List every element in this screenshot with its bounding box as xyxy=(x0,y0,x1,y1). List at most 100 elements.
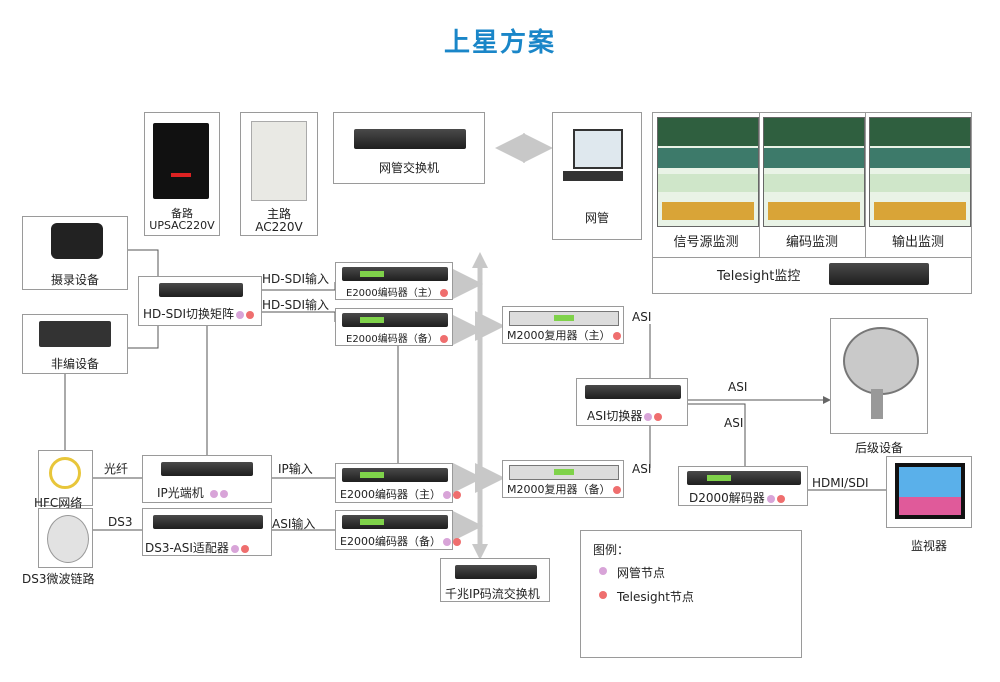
gige-switch-node: 千兆IP码流交换机 xyxy=(440,558,550,602)
telesight-node-dot xyxy=(246,310,254,319)
uplink-node: 后级设备 xyxy=(830,318,928,455)
ups-label-2: UPSAC220V xyxy=(149,219,215,232)
monitor-label: 监视器 xyxy=(910,539,947,553)
decoder-label: D2000解码器 xyxy=(689,489,785,506)
keyboard-icon xyxy=(563,171,623,181)
edge-hdsdi-in-1: HD-SDI输入 xyxy=(262,272,329,286)
encoder-backup-2-node: E2000编码器（备） xyxy=(335,510,461,550)
microwave-dish-icon xyxy=(47,515,89,563)
encode-mon-label: 编码监测 xyxy=(785,235,838,250)
monitor-icon xyxy=(895,463,965,519)
line-camera-matrix xyxy=(128,249,159,276)
nle-label: 非编设备 xyxy=(50,357,99,371)
satellite-dish-icon xyxy=(843,327,919,395)
fiber-icon xyxy=(49,457,81,489)
mux-backup-label: M2000复用器（备） xyxy=(507,481,621,497)
mux-icon xyxy=(509,311,619,326)
telesight-ctl-label: Telesight监控 xyxy=(717,269,801,284)
ip-optical-label: IP光端机 xyxy=(157,484,228,501)
hfc-node xyxy=(38,450,93,506)
encode-screen-icon xyxy=(763,117,865,227)
ds3-label: DS3微波链路 xyxy=(22,572,95,586)
line-nle-matrix xyxy=(128,325,159,349)
mux-backup-node: M2000复用器（备） xyxy=(502,460,624,498)
asi-switch-label: ASI切换器 xyxy=(587,407,663,424)
mux-main-label: M2000复用器（主） xyxy=(507,327,621,343)
output-mon-label: 输出监测 xyxy=(891,235,944,250)
encoder-backup-1-node: E2000编码器（备） xyxy=(335,308,453,346)
edge-asi-uplink: ASI xyxy=(728,380,748,394)
camera-node: 摄录设备 xyxy=(22,216,128,290)
legend-nms-dot xyxy=(599,567,607,575)
mains-label-2: AC220V xyxy=(255,220,303,234)
encoder-icon xyxy=(342,313,448,327)
encoder-backup-2-label: E2000编码器（备） xyxy=(340,533,461,549)
ds3-asi-node: DS3-ASI适配器 xyxy=(142,508,272,556)
line-matrix-enc2 xyxy=(262,311,336,322)
gige-switch-icon xyxy=(455,565,537,579)
asi-switch-icon xyxy=(585,385,681,399)
nle-node: 非编设备 xyxy=(22,314,128,374)
ups-device-icon xyxy=(153,123,209,199)
telesight-node: 信号源监测 编码监测 输出监测 Telesight监控 xyxy=(652,112,972,294)
power-cabinet-icon xyxy=(251,121,307,201)
decoder-node: D2000解码器 xyxy=(678,466,808,506)
nms-switch-label: 网管交换机 xyxy=(378,161,439,175)
encoder-main-2-label: E2000编码器（主） xyxy=(340,486,461,502)
edge-asi-in: ASI输入 xyxy=(272,517,316,531)
encoder-icon xyxy=(342,468,448,482)
gige-switch-label: 千兆IP码流交换机 xyxy=(445,587,540,601)
edge-asi-mux-backup: ASI xyxy=(632,462,652,476)
ds3-node xyxy=(38,508,93,568)
ds3-asi-label: DS3-ASI适配器 xyxy=(145,539,249,556)
encoder-main-1-node: E2000编码器（主） xyxy=(335,262,453,300)
signal-screen-icon xyxy=(657,117,759,227)
nms-switch-node: 网管交换机 xyxy=(333,112,485,184)
monitor-node: 监视器 xyxy=(886,456,972,553)
edge-ds3: DS3 xyxy=(108,515,133,529)
nms-label: 网管 xyxy=(584,211,609,225)
legend: 图例： 网管节点 Telesight节点 xyxy=(580,530,802,658)
line-asi-decoder xyxy=(688,403,746,467)
encoder-backup-1-label: E2000编码器（备） xyxy=(346,330,448,345)
camera-label: 摄录设备 xyxy=(50,273,99,287)
computer-icon xyxy=(573,129,623,169)
server-icon xyxy=(829,263,929,285)
camera-icon xyxy=(51,223,103,259)
edge-ip-in: IP输入 xyxy=(278,462,313,476)
mux-icon xyxy=(509,465,619,480)
hfc-label: HFC网络 xyxy=(34,496,83,510)
matrix-icon xyxy=(159,283,243,297)
ip-optical-node: IP光端机 xyxy=(142,455,272,503)
legend-title: 图例： xyxy=(593,543,630,557)
page-title: 上星方案 xyxy=(443,28,556,58)
encoder-main-2-node: E2000编码器（主） xyxy=(335,463,461,503)
signal-mon-label: 信号源监测 xyxy=(673,235,739,250)
edge-fiber: 光纤 xyxy=(104,462,129,476)
edge-hdmi-sdi: HDMI/SDI xyxy=(812,476,869,490)
legend-nms-label: 网管节点 xyxy=(617,566,666,580)
mains-node: 主路 AC220V xyxy=(240,112,318,236)
hdsdi-matrix-node: HD-SDI切换矩阵 xyxy=(138,276,262,326)
decoder-icon xyxy=(687,471,801,485)
mux-main-node: M2000复用器（主） xyxy=(502,306,624,344)
nms-node: 网管 xyxy=(552,112,642,240)
ups-node: 备路 UPSAC220V xyxy=(144,112,220,236)
adapter-icon xyxy=(153,515,263,529)
asi-switch-node: ASI切换器 xyxy=(576,378,688,426)
legend-telesight-label: Telesight节点 xyxy=(617,590,694,604)
mains-label-1: 主路 xyxy=(266,207,291,221)
legend-telesight-dot xyxy=(599,591,607,599)
edge-asi-mux-main: ASI xyxy=(632,310,652,324)
encoder-icon xyxy=(342,267,448,281)
hdsdi-matrix-label: HD-SDI切换矩阵 xyxy=(143,305,254,322)
output-screen-icon xyxy=(869,117,971,227)
workstation-icon xyxy=(39,321,111,347)
switch-icon xyxy=(354,129,466,149)
ip-optical-icon xyxy=(161,462,253,476)
encoder-main-1-label: E2000编码器（主） xyxy=(346,284,448,299)
nms-node-dot xyxy=(236,310,244,319)
encoder-icon xyxy=(342,515,448,529)
edge-asi-decoder: ASI xyxy=(724,416,744,430)
